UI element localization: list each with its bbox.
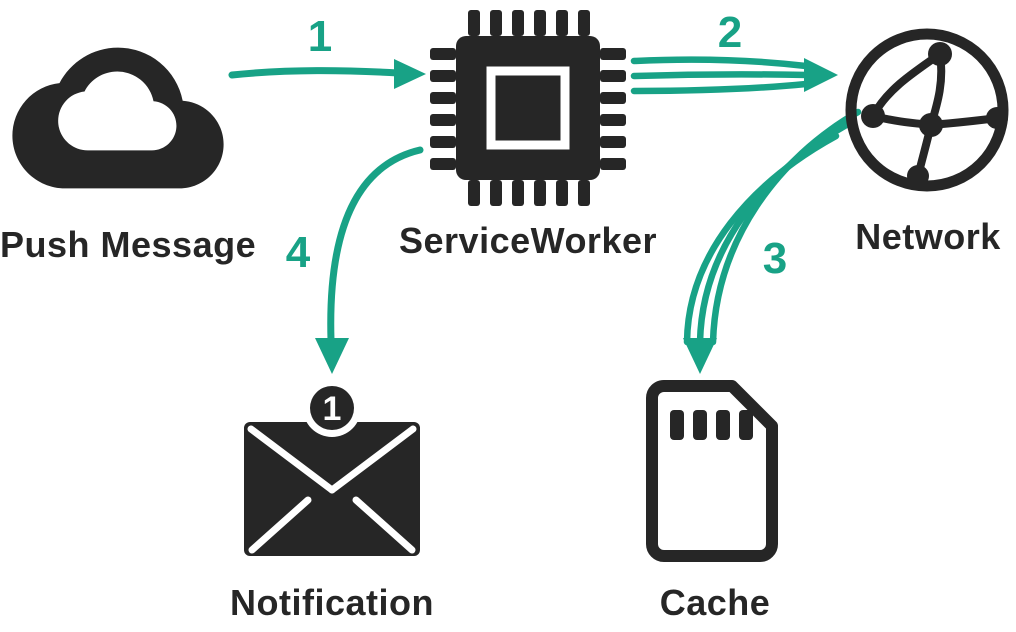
arrow-step1-line <box>228 67 402 79</box>
arrow-step4-head <box>315 338 349 374</box>
chip-inner-square <box>486 66 570 150</box>
arrow-step2 <box>630 56 812 95</box>
arrow-step2-line-top <box>630 56 810 70</box>
serviceworker-label: ServiceWorker <box>399 220 657 261</box>
arrow-step2-head <box>804 58 838 92</box>
step-4-number: 4 <box>285 228 311 277</box>
globe-network-nodes <box>861 42 1008 187</box>
arrow-step3-line-inner <box>683 132 840 346</box>
arrow-step3 <box>683 108 862 346</box>
notification-badge-count: 1 <box>323 390 342 428</box>
cache-sdcard-icon <box>646 380 778 562</box>
envelope-fold-lines <box>247 425 417 554</box>
network-label: Network <box>855 216 1001 257</box>
push-message-cloud-icon <box>12 47 224 189</box>
arrow-step4 <box>327 146 424 344</box>
chip-body <box>456 36 600 180</box>
arrow-step2-line-mid <box>630 71 812 80</box>
arrow-step3-line-outer <box>709 108 862 346</box>
arrow-step2-line-bottom <box>630 80 810 95</box>
cache-label: Cache <box>659 582 771 623</box>
network-globe-icon <box>845 28 1009 192</box>
cloud-inner-shape <box>58 71 177 151</box>
step-3-number: 3 <box>762 234 788 283</box>
arrow-step1-head <box>394 59 426 89</box>
arrow-step4-line <box>327 146 424 344</box>
step-2-number: 2 <box>717 8 743 57</box>
notification-envelope-icon: 1 <box>244 380 420 556</box>
step-1-number: 1 <box>307 12 333 61</box>
arrow-step1 <box>228 67 402 79</box>
notification-badge-circle <box>310 386 354 430</box>
sdcard-contacts <box>670 410 753 440</box>
chip-pins <box>430 10 626 206</box>
serviceworker-chip-icon <box>430 10 626 206</box>
push-message-label: Push Message <box>0 224 257 265</box>
notification-label: Notification <box>230 582 434 623</box>
sdcard-outline <box>646 380 778 562</box>
arrow-step3-head <box>683 338 717 374</box>
